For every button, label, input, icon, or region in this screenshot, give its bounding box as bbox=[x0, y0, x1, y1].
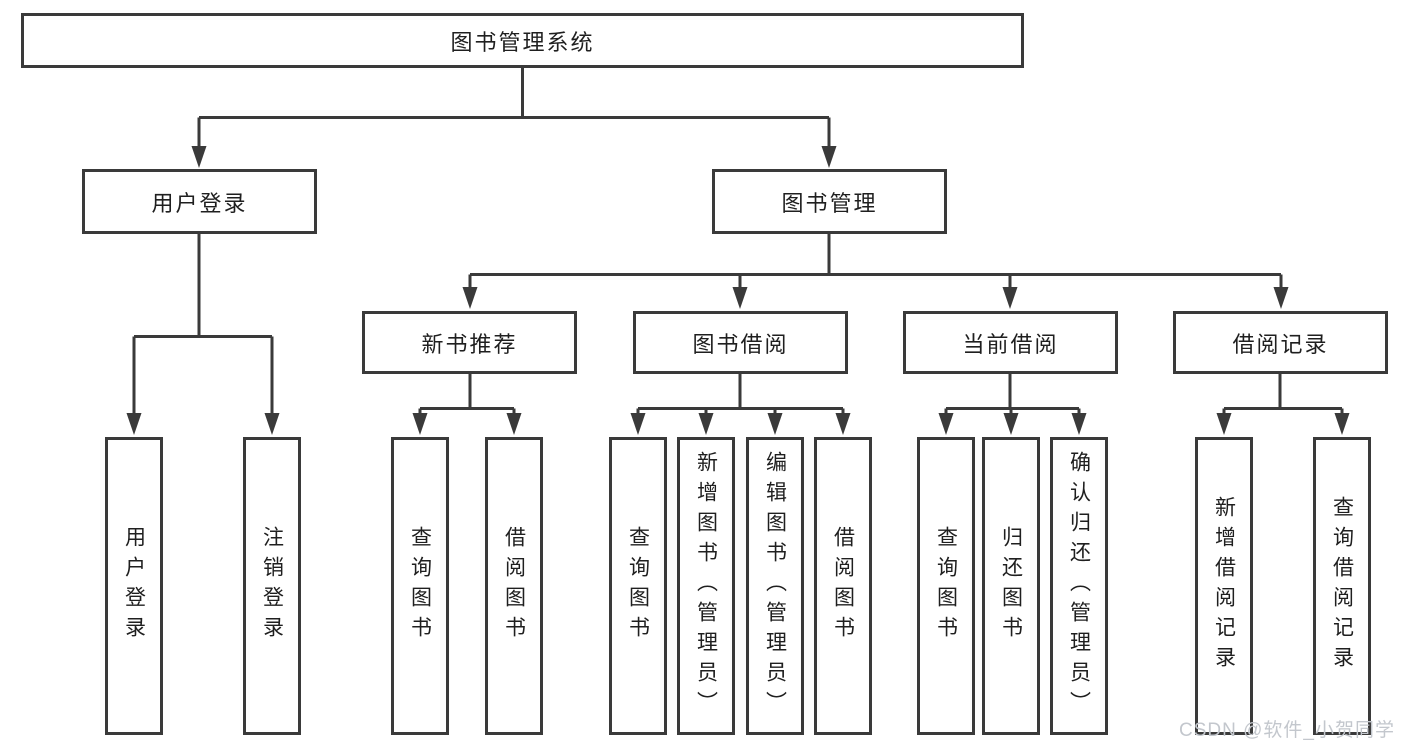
leaf-label: 新增借阅记录 bbox=[1212, 496, 1236, 676]
node-root-system: 图书管理系统 bbox=[21, 13, 1024, 68]
arrow-down-icon bbox=[126, 413, 142, 435]
leaf-user-login: 用户登录 bbox=[105, 437, 163, 735]
leaf-label: 查询图书 bbox=[626, 526, 650, 646]
leaf-borrow-book-recommend: 借阅图书 bbox=[485, 437, 543, 735]
connector-currentborrow-to-leaves bbox=[944, 374, 1081, 414]
arrow-down-icon bbox=[191, 146, 207, 168]
arrow-down-icon bbox=[698, 413, 714, 435]
leaf-label: 查询图书 bbox=[408, 526, 432, 646]
connector-bookborrow-to-leaves bbox=[636, 374, 845, 414]
leaf-label: 归还图书 bbox=[999, 526, 1023, 646]
leaf-label: 用户登录 bbox=[122, 526, 146, 646]
arrow-down-icon bbox=[1216, 413, 1232, 435]
leaf-label: 查询图书 bbox=[934, 526, 958, 646]
arrow-down-icon bbox=[732, 287, 748, 309]
leaf-edit-book-admin: 编辑图书（管理员） bbox=[746, 437, 804, 735]
leaf-label: 借阅图书 bbox=[831, 526, 855, 646]
leaf-label: 借阅图书 bbox=[502, 526, 526, 646]
arrow-down-icon bbox=[1003, 413, 1019, 435]
leaf-label: 确认归还（管理员） bbox=[1067, 451, 1091, 721]
node-new-book-recommend: 新书推荐 bbox=[362, 311, 577, 374]
leaf-query-borrow-record: 查询借阅记录 bbox=[1313, 437, 1371, 735]
node-borrow-record: 借阅记录 bbox=[1173, 311, 1388, 374]
arrow-down-icon bbox=[821, 146, 837, 168]
connector-root-to-level2 bbox=[197, 68, 831, 147]
arrow-down-icon bbox=[506, 413, 522, 435]
leaf-query-book-recommend: 查询图书 bbox=[391, 437, 449, 735]
connector-borrowrecord-to-leaves bbox=[1222, 374, 1344, 414]
arrow-down-icon bbox=[1071, 413, 1087, 435]
arrow-down-icon bbox=[938, 413, 954, 435]
leaf-label: 注销登录 bbox=[260, 526, 284, 646]
connector-userlogin-to-leaves bbox=[132, 234, 274, 415]
arrow-down-icon bbox=[835, 413, 851, 435]
connector-bookmgmt-to-level3 bbox=[468, 234, 1283, 289]
arrow-down-icon bbox=[1273, 287, 1289, 309]
arrow-down-icon bbox=[264, 413, 280, 435]
arrow-down-icon bbox=[767, 413, 783, 435]
leaf-label: 新增图书（管理员） bbox=[694, 451, 718, 721]
arrow-down-icon bbox=[1002, 287, 1018, 309]
leaf-confirm-return-admin: 确认归还（管理员） bbox=[1050, 437, 1108, 735]
leaf-label: 查询借阅记录 bbox=[1330, 496, 1354, 676]
leaf-add-book-admin: 新增图书（管理员） bbox=[677, 437, 735, 735]
leaf-label: 编辑图书（管理员） bbox=[763, 451, 787, 721]
connector-newbook-to-leaves bbox=[418, 374, 516, 414]
node-book-borrow: 图书借阅 bbox=[633, 311, 848, 374]
arrow-down-icon bbox=[462, 287, 478, 309]
leaf-add-borrow-record: 新增借阅记录 bbox=[1195, 437, 1253, 735]
leaf-logout-login: 注销登录 bbox=[243, 437, 301, 735]
arrow-down-icon bbox=[412, 413, 428, 435]
leaf-query-book-borrow: 查询图书 bbox=[609, 437, 667, 735]
leaf-query-book-current: 查询图书 bbox=[917, 437, 975, 735]
leaf-borrow-book: 借阅图书 bbox=[814, 437, 872, 735]
node-book-management: 图书管理 bbox=[712, 169, 947, 234]
leaf-return-book: 归还图书 bbox=[982, 437, 1040, 735]
arrow-down-icon bbox=[1334, 413, 1350, 435]
arrow-down-icon bbox=[630, 413, 646, 435]
node-current-borrow: 当前借阅 bbox=[903, 311, 1118, 374]
node-user-login: 用户登录 bbox=[82, 169, 317, 234]
csdn-watermark: CSDN @软件_小贺同学 bbox=[1179, 720, 1395, 741]
